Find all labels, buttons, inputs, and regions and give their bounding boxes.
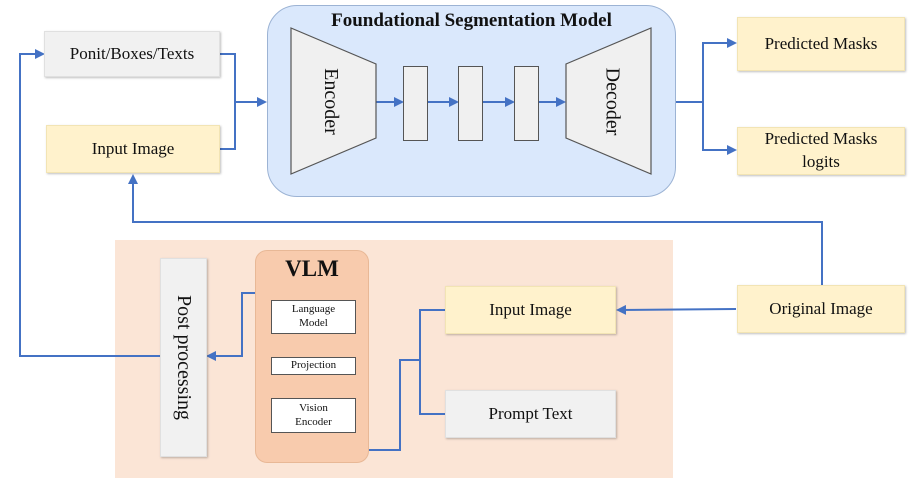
- predicted-masks-label: Predicted Masks: [764, 33, 878, 53]
- vlm-title: VLM: [285, 256, 339, 281]
- encoder-label: Encoder: [319, 67, 342, 135]
- seg-input-image-label: Input Image: [91, 138, 175, 158]
- original-to-seg-input-arrow: [128, 174, 823, 285]
- decoder-label: Decoder: [601, 67, 624, 135]
- post-processing-label: Post processing: [173, 295, 195, 420]
- language-model-label: Language Model: [291, 303, 336, 329]
- encoder-label-wrap: Encoder: [290, 27, 370, 175]
- decoder-trapezoid: [565, 27, 652, 175]
- predicted-masks-logits-label: Predicted Masks logits: [764, 129, 878, 171]
- image-to-merge-line: [220, 102, 236, 150]
- to-predicted-logits-arrow: [702, 102, 737, 155]
- vision-encoder-box: Vision Encoder: [271, 398, 356, 433]
- vlm-input-to-join-line: [419, 309, 445, 415]
- prompts-input-label: Ponit/Boxes/Texts: [69, 43, 195, 63]
- projection-label: Projection: [290, 359, 337, 372]
- segmentation-model-title: Foundational Segmentation Model: [331, 10, 612, 31]
- post-processing-box: Post processing: [160, 258, 207, 457]
- original-image-label: Original Image: [769, 298, 873, 318]
- post-to-prompts-arrow: [19, 49, 160, 357]
- language-model-box: Language Model: [271, 300, 356, 334]
- vlm-input-image-box: Input Image: [445, 286, 616, 334]
- projection-box: Projection: [271, 357, 356, 375]
- prompt-text-box: Prompt Text: [445, 390, 616, 438]
- seg-input-image-box: Input Image: [46, 125, 220, 173]
- original-to-vlm-input-arrow: [616, 304, 737, 315]
- vlm-input-image-label: Input Image: [489, 299, 572, 319]
- prompt-text-label: Prompt Text: [488, 403, 573, 423]
- latent-block-1: [403, 66, 428, 141]
- prompt-to-merge-line: [220, 53, 236, 102]
- encoder-trapezoid: [290, 27, 377, 175]
- decoder-label-wrap: Decoder: [572, 27, 652, 175]
- latent-block-2: [458, 66, 483, 141]
- predicted-masks-box: Predicted Masks: [737, 17, 905, 71]
- prompts-input-box: Ponit/Boxes/Texts: [44, 31, 220, 77]
- latent-block-3: [514, 66, 539, 141]
- original-image-box: Original Image: [737, 285, 905, 333]
- vision-encoder-label: Vision Encoder: [295, 401, 332, 428]
- predicted-masks-logits-box: Predicted Masks logits: [737, 127, 905, 175]
- to-predicted-masks-arrow: [702, 38, 737, 102]
